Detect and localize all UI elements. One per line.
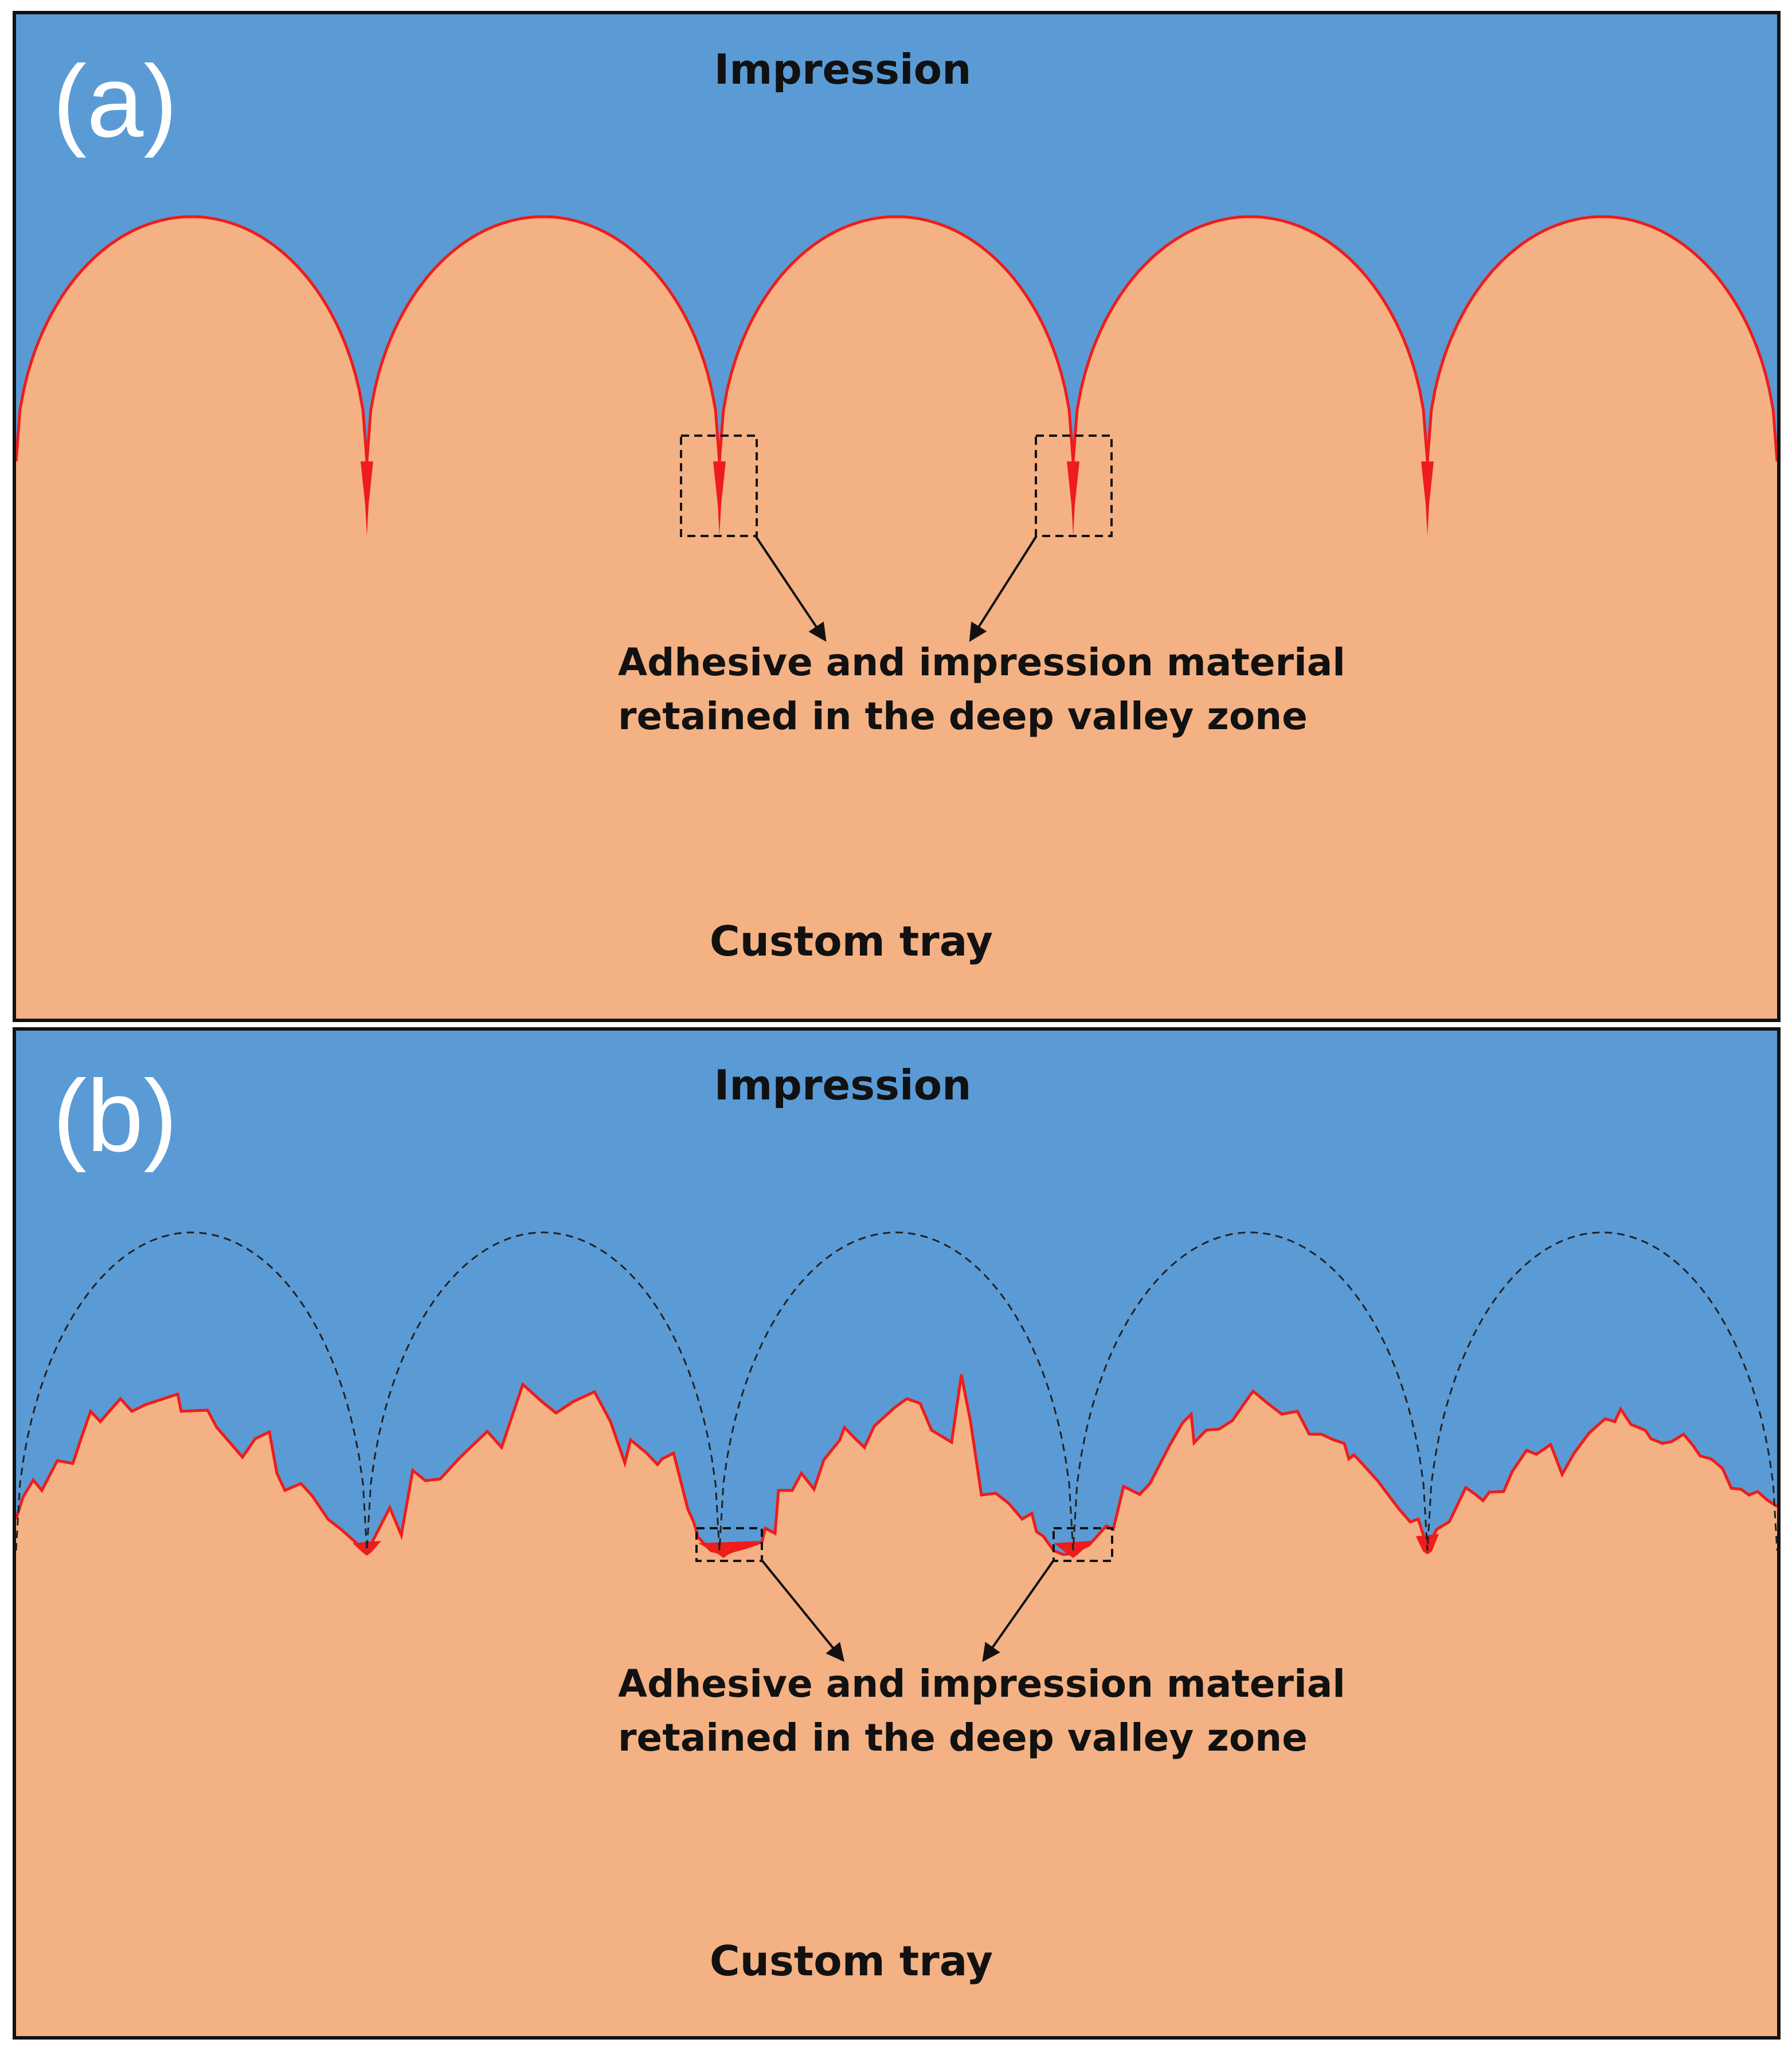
panel-a-valley-highlight-box-2 [1035, 435, 1113, 537]
panel-a-interface-line [14, 215, 1779, 462]
panel-b-custom-tray-label: Custom tray [710, 1937, 993, 1985]
panel-a-pointer-arrow-1 [754, 535, 827, 642]
panel-b-rough-interface-line [14, 1374, 1778, 1556]
panel-b: (b) Impression Adhesive and impression m… [13, 1027, 1781, 2040]
panel-b-annotation-line-2: retained in the deep valley zone [618, 1716, 1308, 1760]
panel-b-impression-label: Impression [714, 1061, 972, 1109]
panel-b-annotation-line-1: Adhesive and impression material [618, 1662, 1345, 1706]
panel-a-annotation-line-2: retained in the deep valley zone [618, 694, 1308, 738]
panel-a-letter: (a) [53, 44, 178, 158]
panel-b-pointer-arrow-1 [761, 1559, 845, 1662]
panel-b-frame [13, 1027, 1781, 2040]
panel-b-custom-tray-region [16, 1375, 1777, 2038]
panel-b-valley-highlight-box-2 [1052, 1527, 1113, 1562]
panel-a-impression-label: Impression [714, 45, 972, 93]
panel-a-pointer-arrow-2 [969, 535, 1038, 642]
panel-a-annotation-line-1: Adhesive and impression material [618, 640, 1345, 684]
panel-b-original-profile-dashed [15, 1231, 1778, 1551]
panel-b-pointer-arrow-2 [982, 1559, 1055, 1662]
panel-a-custom-tray-region [16, 217, 1777, 1020]
panel-b-letter: (b) [53, 1059, 178, 1173]
panel-b-valley-highlight-box-1 [695, 1527, 763, 1562]
panel-a-custom-tray-label: Custom tray [710, 917, 993, 965]
panel-a-valley-highlight-box-1 [680, 435, 758, 537]
panel-a-frame [13, 11, 1781, 1022]
panel-a: (a) Impression Adhesive and impression m… [13, 11, 1781, 1022]
